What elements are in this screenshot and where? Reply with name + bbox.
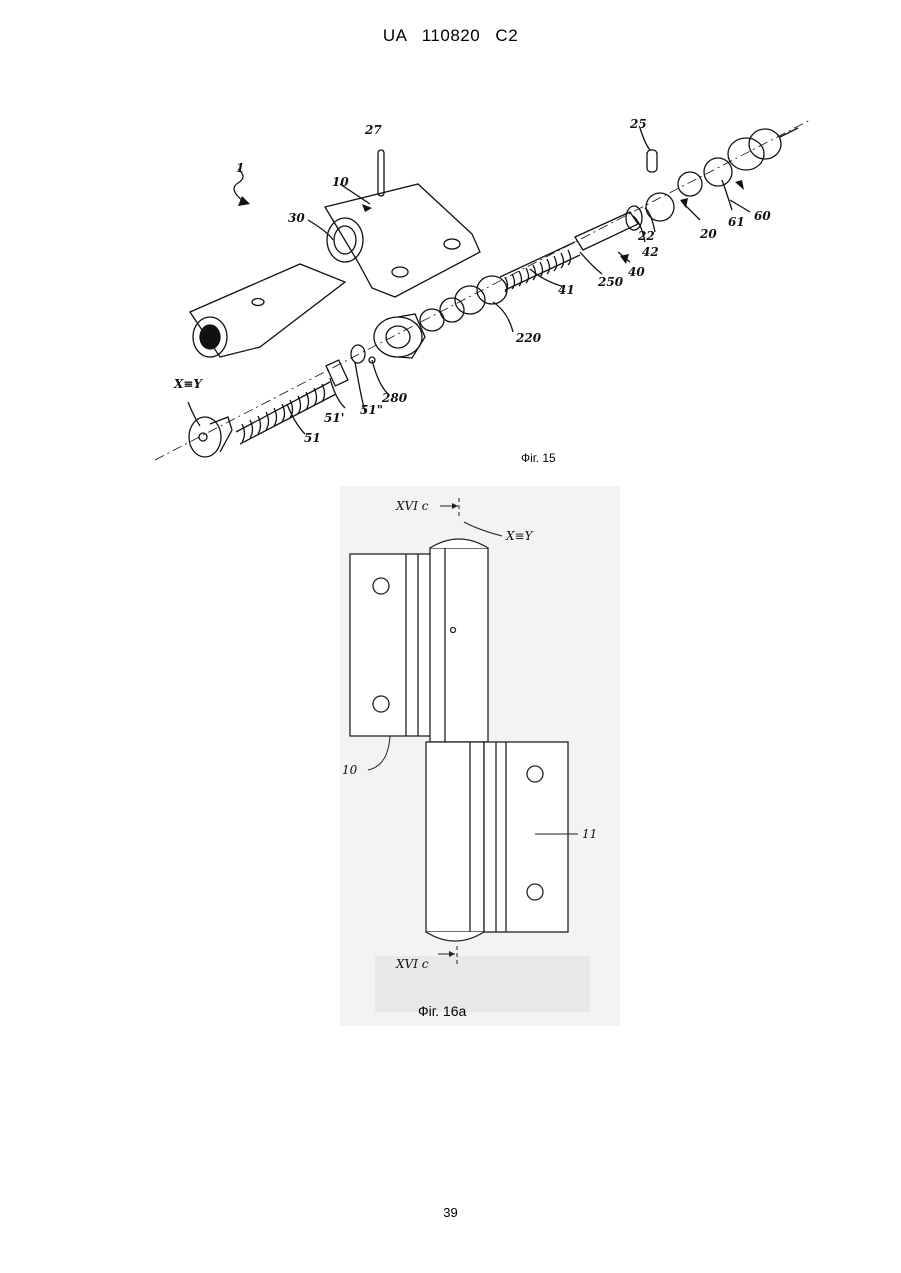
label-1: 1 (236, 161, 244, 175)
label-42: 42 (642, 245, 659, 259)
page-number: 39 (0, 1205, 901, 1220)
figure-16a-hinge-view: XVI c X≡Y 10 11 XVI c Фіг. 16а (340, 486, 620, 1026)
label-10: 10 (332, 175, 349, 189)
figure-15-caption: Фіг. 15 (521, 451, 556, 465)
label-60: 60 (754, 209, 771, 223)
label-25: 25 (629, 117, 647, 131)
label-51pp: 51" (360, 403, 383, 417)
label-280: 280 (381, 391, 408, 405)
label-41: 41 (558, 283, 575, 297)
label-220: 220 (515, 331, 542, 345)
label-20: 20 (699, 227, 717, 241)
label-61: 61 (728, 215, 745, 229)
label-51: 51 (304, 431, 321, 445)
label-27: 27 (364, 123, 382, 137)
figure-15-exploded-view: 1 10 27 30 25 60 61 20 22 42 40 250 41 2… (150, 112, 810, 472)
label-22: 22 (637, 229, 655, 243)
section-mark-bottom: XVI c (395, 957, 429, 971)
label-40: 40 (628, 265, 645, 279)
patent-header: UA 110820 C2 (0, 26, 901, 46)
label-30: 30 (288, 211, 305, 225)
label-51p: 51' (324, 411, 344, 425)
label-10-fig16: 10 (342, 763, 358, 777)
label-11: 11 (582, 827, 597, 841)
section-mark-top: XVI c (395, 499, 429, 513)
figure-16a-caption: Фіг. 16а (418, 1003, 467, 1019)
label-250: 250 (597, 275, 624, 289)
label-axis-fig15: X≡Y (173, 377, 203, 391)
label-axis-fig16: X≡Y (505, 529, 534, 543)
